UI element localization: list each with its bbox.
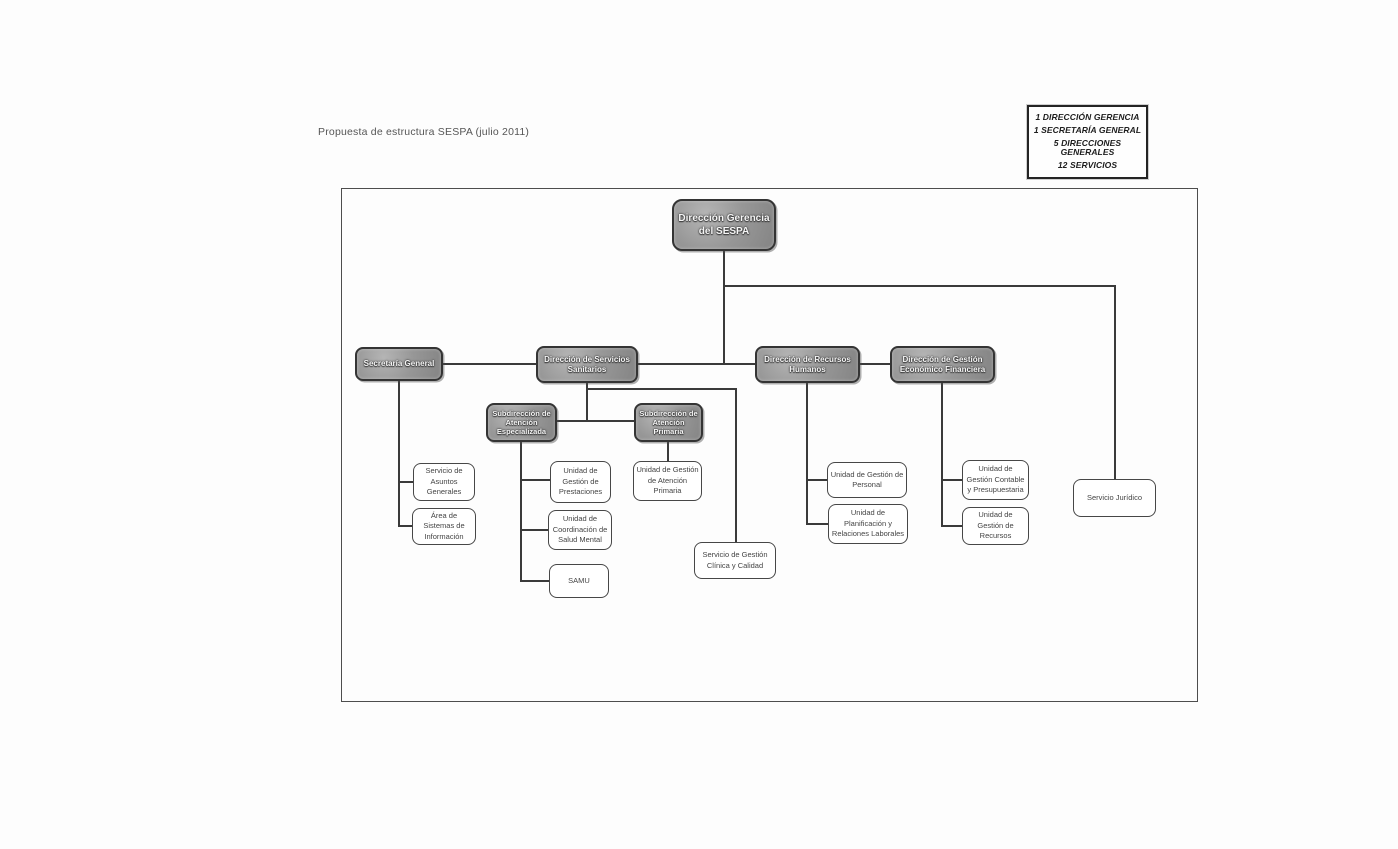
org-node-direccion-gerencia-del-sespa: Dirección Gerencia del SESPA: [672, 199, 776, 251]
org-node-label: Unidad de Coordinación de Salud Mental: [552, 514, 608, 545]
legend-line-servicios: 12 SERVICIOS: [1057, 160, 1118, 171]
summary-legend-box: 1 DIRECCIÓN GERENCIA 1 SECRETARÍA GENERA…: [1027, 105, 1148, 179]
org-node-label: Unidad de Gestión de Prestaciones: [558, 466, 603, 497]
org-node-label: SAMU: [568, 575, 590, 585]
chart-frame: [341, 188, 1198, 702]
org-node-label: Unidad de Gestión Contable y Presupuesta…: [966, 464, 1025, 495]
connector-gestion-economico-children: [941, 382, 963, 527]
org-node-label: Unidad de Gestión de Atención Primaria: [636, 465, 699, 496]
org-node-direccion-gestion-economico-financiera: Dirección de Gestión Económico Financier…: [890, 346, 995, 383]
org-node-servicio-gestion-clinica-calidad: Servicio de Gestión Clínica y Calidad: [694, 542, 776, 579]
org-node-servicio-asuntos-generales: Servicio de Asuntos Generales: [413, 463, 475, 501]
org-node-label: Secretaría General: [363, 359, 435, 368]
org-node-label: Servicio de Asuntos Generales: [425, 466, 463, 497]
connector-servicios-sanitarios-children: [556, 382, 737, 543]
org-node-label: Unidad de Planificación y Relaciones Lab…: [831, 508, 905, 539]
org-node-secretaria-general: Secretaría General: [355, 347, 443, 381]
org-node-label: Subdirección de Atención Especializada: [492, 409, 551, 436]
org-node-label: Dirección de Gestión Económico Financier…: [899, 354, 986, 374]
org-node-samu: SAMU: [549, 564, 609, 598]
org-node-label: Unidad de Gestión de Personal: [830, 469, 904, 490]
org-node-unidad-gestion-personal: Unidad de Gestión de Personal: [827, 462, 907, 498]
connector-recursos-humanos-children: [806, 382, 829, 525]
legend-line-direccion-gerencia: 1 DIRECCIÓN GERENCIA: [1035, 112, 1140, 123]
org-node-label: Dirección Gerencia del SESPA: [678, 213, 770, 237]
org-node-unidad-coordinacion-salud-mental: Unidad de Coordinación de Salud Mental: [548, 510, 612, 550]
org-node-servicio-juridico: Servicio Jurídico: [1073, 479, 1156, 517]
org-node-label: Área de Sistemas de Información: [423, 510, 465, 541]
org-node-label: Servicio Jurídico: [1086, 492, 1143, 502]
org-node-label: Dirección de Servicios Sanitarios: [544, 354, 630, 374]
org-node-label: Servicio de Gestión Clínica y Calidad: [702, 550, 768, 570]
doc-title: Propuesta de estructura SESPA (julio 201…: [318, 126, 530, 138]
org-node-unidad-planificacion-relaciones-laborales: Unidad de Planificación y Relaciones Lab…: [828, 504, 908, 544]
legend-line-secretaria-general: 1 SECRETARÍA GENERAL: [1033, 124, 1142, 135]
org-node-label: Subdirección de Atención Primaria: [639, 409, 698, 436]
connector-secretaria-general-children: [398, 380, 414, 527]
org-node-unidad-gestion-recursos: Unidad de Gestión de Recursos: [962, 507, 1029, 545]
org-node-direccion-recursos-humanos: Dirección de Recursos Humanos: [755, 346, 860, 383]
legend-line-direcciones-generales: 5 DIRECCIONES GENERALES: [1053, 137, 1122, 158]
org-node-unidad-gestion-contable-presupuestaria: Unidad de Gestión Contable y Presupuesta…: [962, 460, 1029, 500]
connector-atencion-especializada-children: [520, 441, 551, 582]
org-node-subdireccion-atencion-primaria: Subdirección de Atención Primaria: [634, 403, 703, 442]
org-node-label: Unidad de Gestión de Recursos: [977, 510, 1014, 541]
connector-root-to-servicio-juridico: [723, 285, 1116, 480]
org-node-unidad-gestion-prestaciones: Unidad de Gestión de Prestaciones: [550, 461, 611, 503]
org-node-subdireccion-atencion-especializada: Subdirección de Atención Especializada: [486, 403, 557, 442]
org-node-area-sistemas-informacion: Área de Sistemas de Información: [412, 508, 476, 545]
org-node-unidad-gestion-atencion-primaria: Unidad de Gestión de Atención Primaria: [633, 461, 702, 501]
org-node-direccion-servicios-sanitarios: Dirección de Servicios Sanitarios: [536, 346, 638, 383]
org-node-label: Dirección de Recursos Humanos: [764, 354, 851, 374]
